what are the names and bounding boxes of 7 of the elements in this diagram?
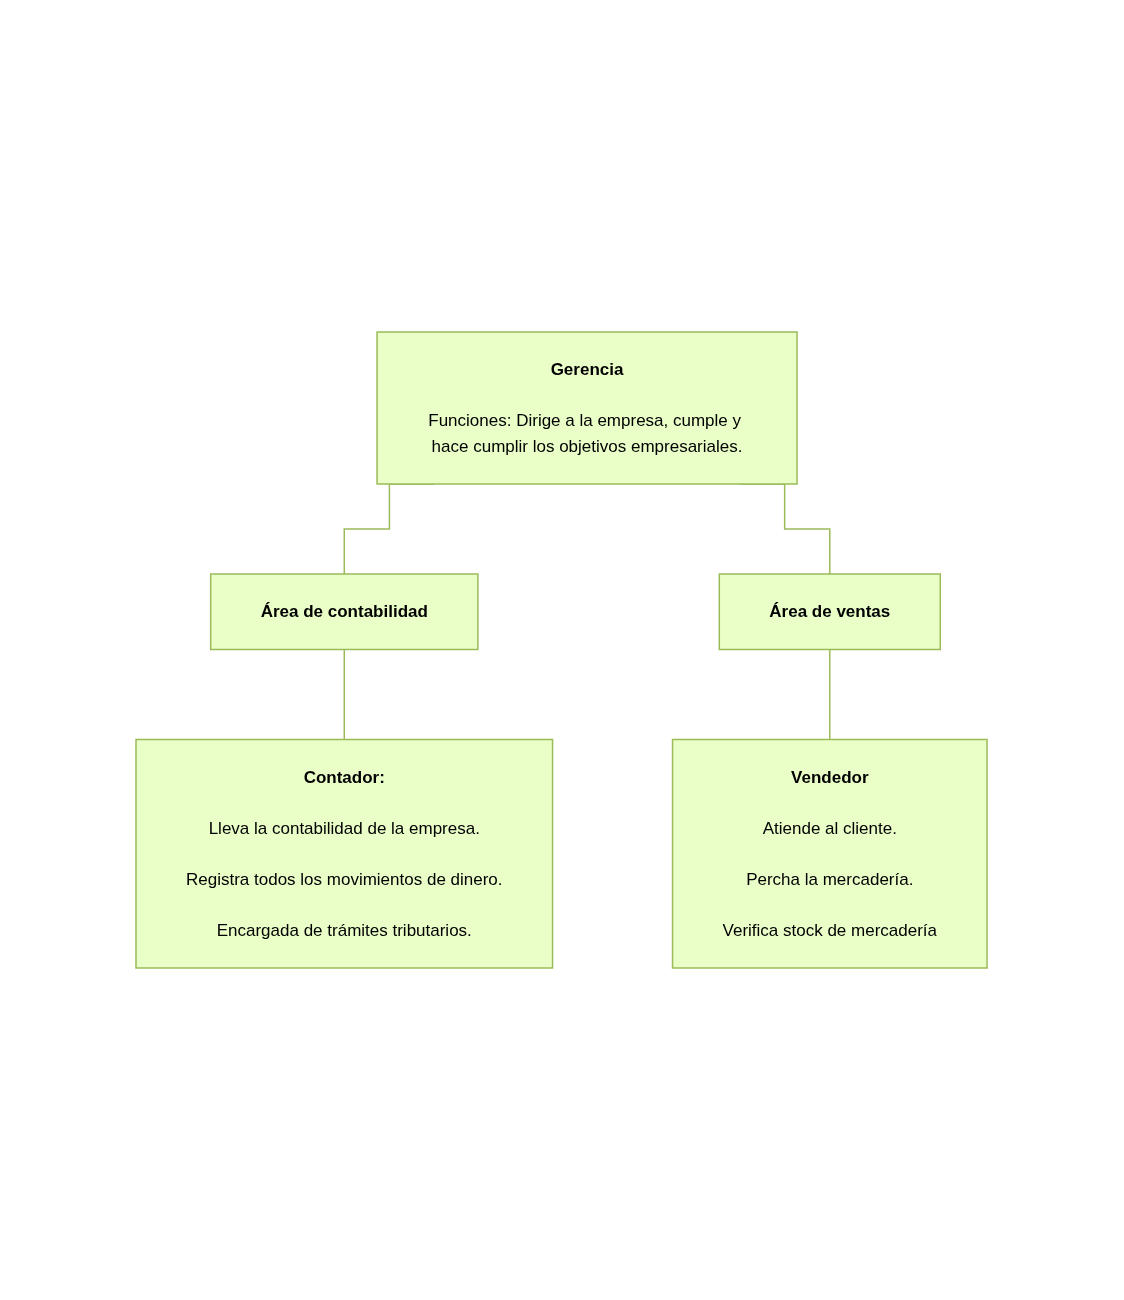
connector [829,648,831,741]
node-box: Gerencia Funciones: Dirige a la empresa, cumple y hace cumplir los objetivos empresariales. [376,331,799,485]
connector [344,648,346,741]
node-box: Área de contabilidad [210,573,480,651]
node-box: Contador: Lleva la contabilidad de la empresa. Registra todos los movimientos de dinero. Encargada de trámites tributarios. [135,738,554,969]
node-box: Vendedor Atiende al cliente. Percha la mercadería. Verifica stock de mercadería [672,738,989,969]
node-box: Área de ventas [719,573,942,651]
